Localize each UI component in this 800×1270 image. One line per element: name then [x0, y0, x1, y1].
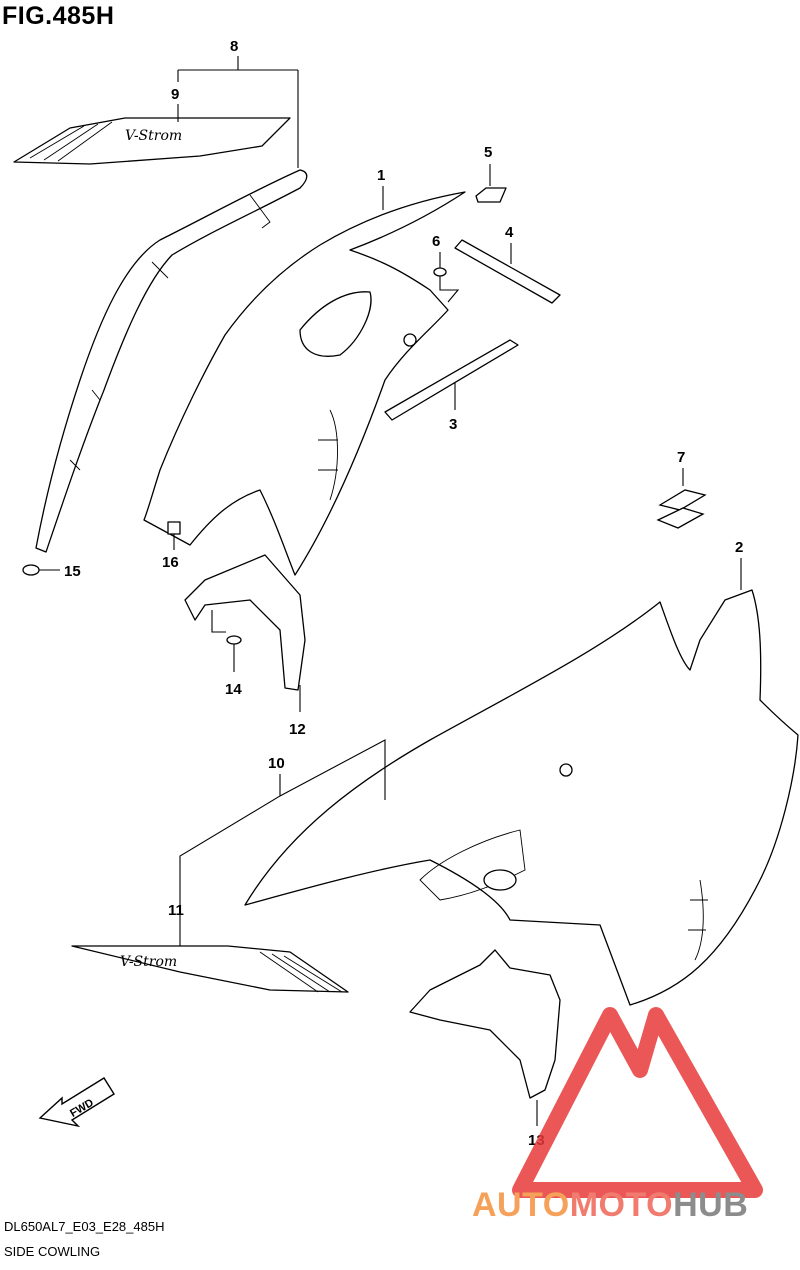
watermark-hub: HUB — [673, 1186, 749, 1224]
part-7-emblem — [656, 489, 707, 529]
decal-text-11: V-Strom — [120, 954, 177, 970]
decal-text-9: V-Strom — [125, 128, 182, 144]
part-14-screw — [211, 610, 242, 672]
part-15-screw — [22, 564, 60, 576]
callout-4: 4 — [505, 224, 514, 241]
watermark-auto: AUTO — [472, 1186, 570, 1224]
part-8-cover — [35, 169, 308, 553]
part-3-strip — [384, 339, 519, 421]
watermark-text: AUTOMOTOHUB — [472, 1186, 748, 1225]
callout-6: 6 — [432, 233, 440, 250]
callout-3: 3 — [449, 416, 457, 433]
callout-1: 1 — [377, 167, 385, 184]
part-13-bracket — [409, 949, 561, 1099]
watermark-moto: MOTO — [569, 1186, 674, 1224]
part-5-pad — [475, 187, 507, 203]
callout-16: 16 — [162, 554, 179, 571]
callout-10: 10 — [268, 755, 285, 772]
callout-12: 12 — [289, 721, 306, 738]
fwd-arrow-icon: FWD — [38, 1077, 115, 1128]
part-9-decal: V-Strom — [13, 117, 291, 165]
callout-15: 15 — [64, 563, 81, 580]
callout-11: 11 — [168, 902, 184, 919]
part-6-screw — [433, 252, 460, 303]
section-name: SIDE COWLING — [4, 1244, 101, 1259]
part-16-clip — [167, 521, 181, 535]
part-2-cowl — [244, 589, 799, 1006]
callout-14: 14 — [225, 681, 242, 698]
watermark-logo-icon — [512, 1007, 763, 1198]
part-11-decal: V-Strom — [71, 945, 349, 993]
part-4-strip — [454, 239, 561, 304]
callout-10-leader — [179, 739, 386, 946]
callout-5: 5 — [484, 144, 492, 161]
callout-8: 8 — [230, 38, 238, 55]
part-12-bracket — [184, 554, 306, 691]
figure-title: FIG.485H — [2, 2, 115, 30]
part-1-panel — [143, 191, 466, 576]
model-code: DL650AL7_E03_E28_485H — [4, 1219, 165, 1234]
callout-8-leader — [177, 56, 299, 168]
callout-9: 9 — [171, 86, 179, 103]
callout-2: 2 — [735, 539, 743, 556]
callout-7: 7 — [677, 449, 685, 466]
